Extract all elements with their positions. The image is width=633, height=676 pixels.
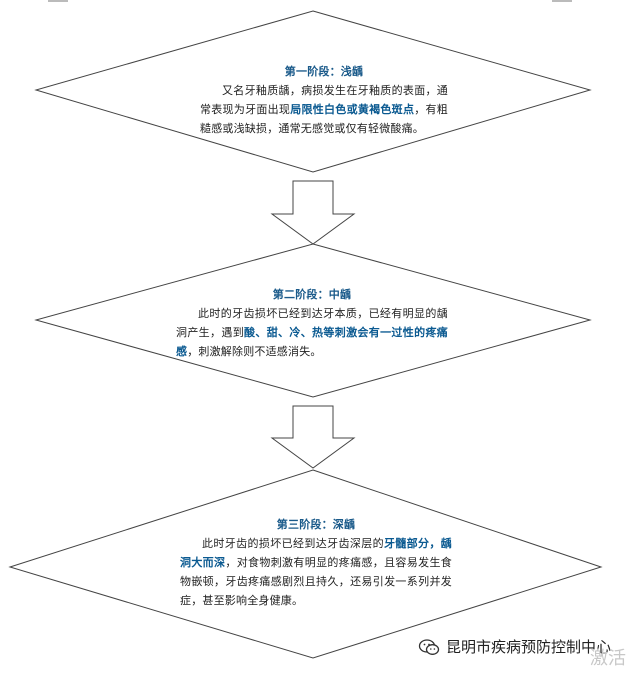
wechat-icon — [418, 638, 440, 655]
stage-3-body-part-1: 此时牙齿的损坏已经到达牙齿深层的 — [202, 537, 384, 550]
stage-1-highlight: 局限性白色或黄褐色斑点 — [290, 103, 415, 116]
stage-3-diamond — [8, 469, 603, 659]
stage-3-body-part-3: ，对食物刺激有明显的疼痛感，且容易发生食物嵌顿，牙齿疼痛感剧烈且持久，还易引发一… — [180, 556, 452, 607]
arrow-down-2 — [270, 405, 356, 469]
stage-3-highlight: 牙髓部分，龋洞大而深 — [180, 537, 452, 569]
watermark-text: 昆明市疾病预防控制中心 — [446, 638, 612, 656]
stage-3-title: 第三阶段：深龋 — [276, 518, 356, 531]
stage-1-body: 又名牙釉质龋，病损发生在牙釉质的表面，通常表现为牙面出现局限性白色或黄褐色斑点，… — [200, 81, 448, 138]
stage-2-body: 此时的牙齿损坏已经到达牙本质，已经有明显的龋洞产生，遇到酸、甜、冷、热等刺激会有… — [176, 304, 448, 361]
watermark: 昆明市疾病预防控制中心 — [418, 636, 611, 657]
stage-2-text: 第二阶段：中龋 此时的牙齿损坏已经到达牙本质，已经有明显的龋洞产生，遇到酸、甜、… — [176, 285, 448, 361]
stage-2-highlight: 酸、甜、冷、热等刺激会有一过性的疼痛感 — [176, 326, 448, 358]
stage-3-text: 第三阶段：深龋 此时牙齿的损坏已经到达牙齿深层的牙髓部分，龋洞大而深，对食物刺激… — [180, 515, 452, 610]
stage-2-body-part-3: ，刺激解除则不适感消失。 — [187, 345, 322, 358]
stage-1-title: 第一阶段：浅龋 — [284, 65, 364, 78]
activate-overlay-text: 激活 — [590, 648, 626, 669]
stage-1-diamond — [34, 10, 592, 173]
stage-1-text: 第一阶段：浅龋 又名牙釉质龋，病损发生在牙釉质的表面，通常表现为牙面出现局限性白… — [200, 62, 448, 138]
stage-2-diamond — [34, 243, 592, 398]
arrow-down-1 — [270, 180, 356, 245]
stage-3-body: 此时牙齿的损坏已经到达牙齿深层的牙髓部分，龋洞大而深，对食物刺激有明显的疼痛感，… — [180, 534, 452, 610]
stage-1-body-part-1: 又名牙釉质龋，病损发生在牙釉质的表面，通常表现为牙面出现 — [200, 84, 448, 116]
stage-1-body-part-3: ，有粗糙感或浅缺损，通常无感觉或仅有轻微酸痛。 — [200, 103, 448, 135]
stage-2-title: 第二阶段：中龋 — [272, 288, 352, 301]
stage-2-body-part-1: 此时的牙齿损坏已经到达牙本质，已经有明显的龋洞产生，遇到 — [176, 307, 448, 339]
